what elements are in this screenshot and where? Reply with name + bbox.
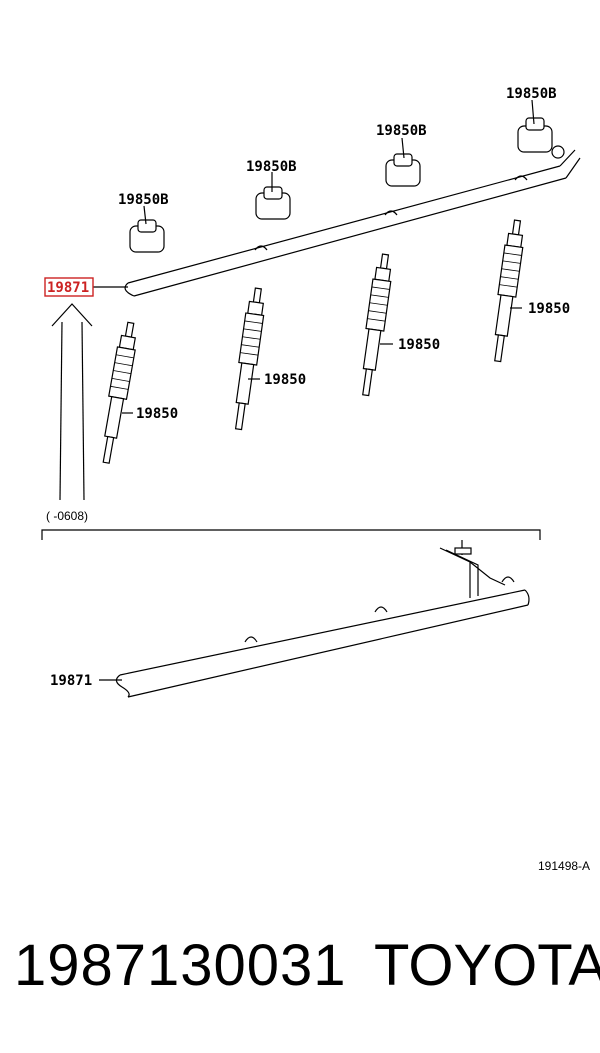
connector-bar-upper — [124, 145, 581, 297]
label-grommet-1: 19850B — [118, 192, 169, 208]
brand-name: TOYOTA — [374, 933, 600, 998]
glow-plug-3 — [362, 253, 392, 397]
label-glow-plug-2: 19850 — [264, 372, 306, 388]
label-grommet-2: 19850B — [246, 159, 297, 175]
parts-diagram: 19850B 19850B 19850B 19850B 19871 19850 … — [41, 86, 590, 873]
grommet-1 — [129, 219, 165, 253]
label-connector-lower: 19871 — [50, 673, 92, 689]
grommet-3 — [385, 153, 421, 187]
grommet-4 — [517, 117, 553, 153]
footer: 1987130031 TOYOTA — [0, 932, 600, 1012]
arrow-up-icon — [51, 303, 93, 501]
leader-lines — [93, 99, 535, 414]
label-grommet-4: 19850B — [506, 86, 557, 102]
date-note: ( -0608) — [46, 509, 88, 523]
label-glow-plug-1: 19850 — [136, 406, 178, 422]
connector-bar-lower — [115, 540, 530, 698]
label-glow-plug-3: 19850 — [398, 337, 440, 353]
glow-plug-4 — [494, 219, 524, 363]
part-number: 1987130031 — [14, 933, 347, 998]
label-grommet-3: 19850B — [376, 123, 427, 139]
reference-code: 191498-A — [538, 859, 590, 873]
label-glow-plug-4: 19850 — [528, 301, 570, 317]
label-connector-highlighted[interactable]: 19871 — [47, 280, 89, 296]
grommet-2 — [255, 186, 291, 220]
highlight-box — [44, 277, 94, 297]
glow-plug-1 — [102, 321, 136, 464]
glow-plug-2 — [234, 287, 265, 431]
bracket — [41, 529, 541, 540]
